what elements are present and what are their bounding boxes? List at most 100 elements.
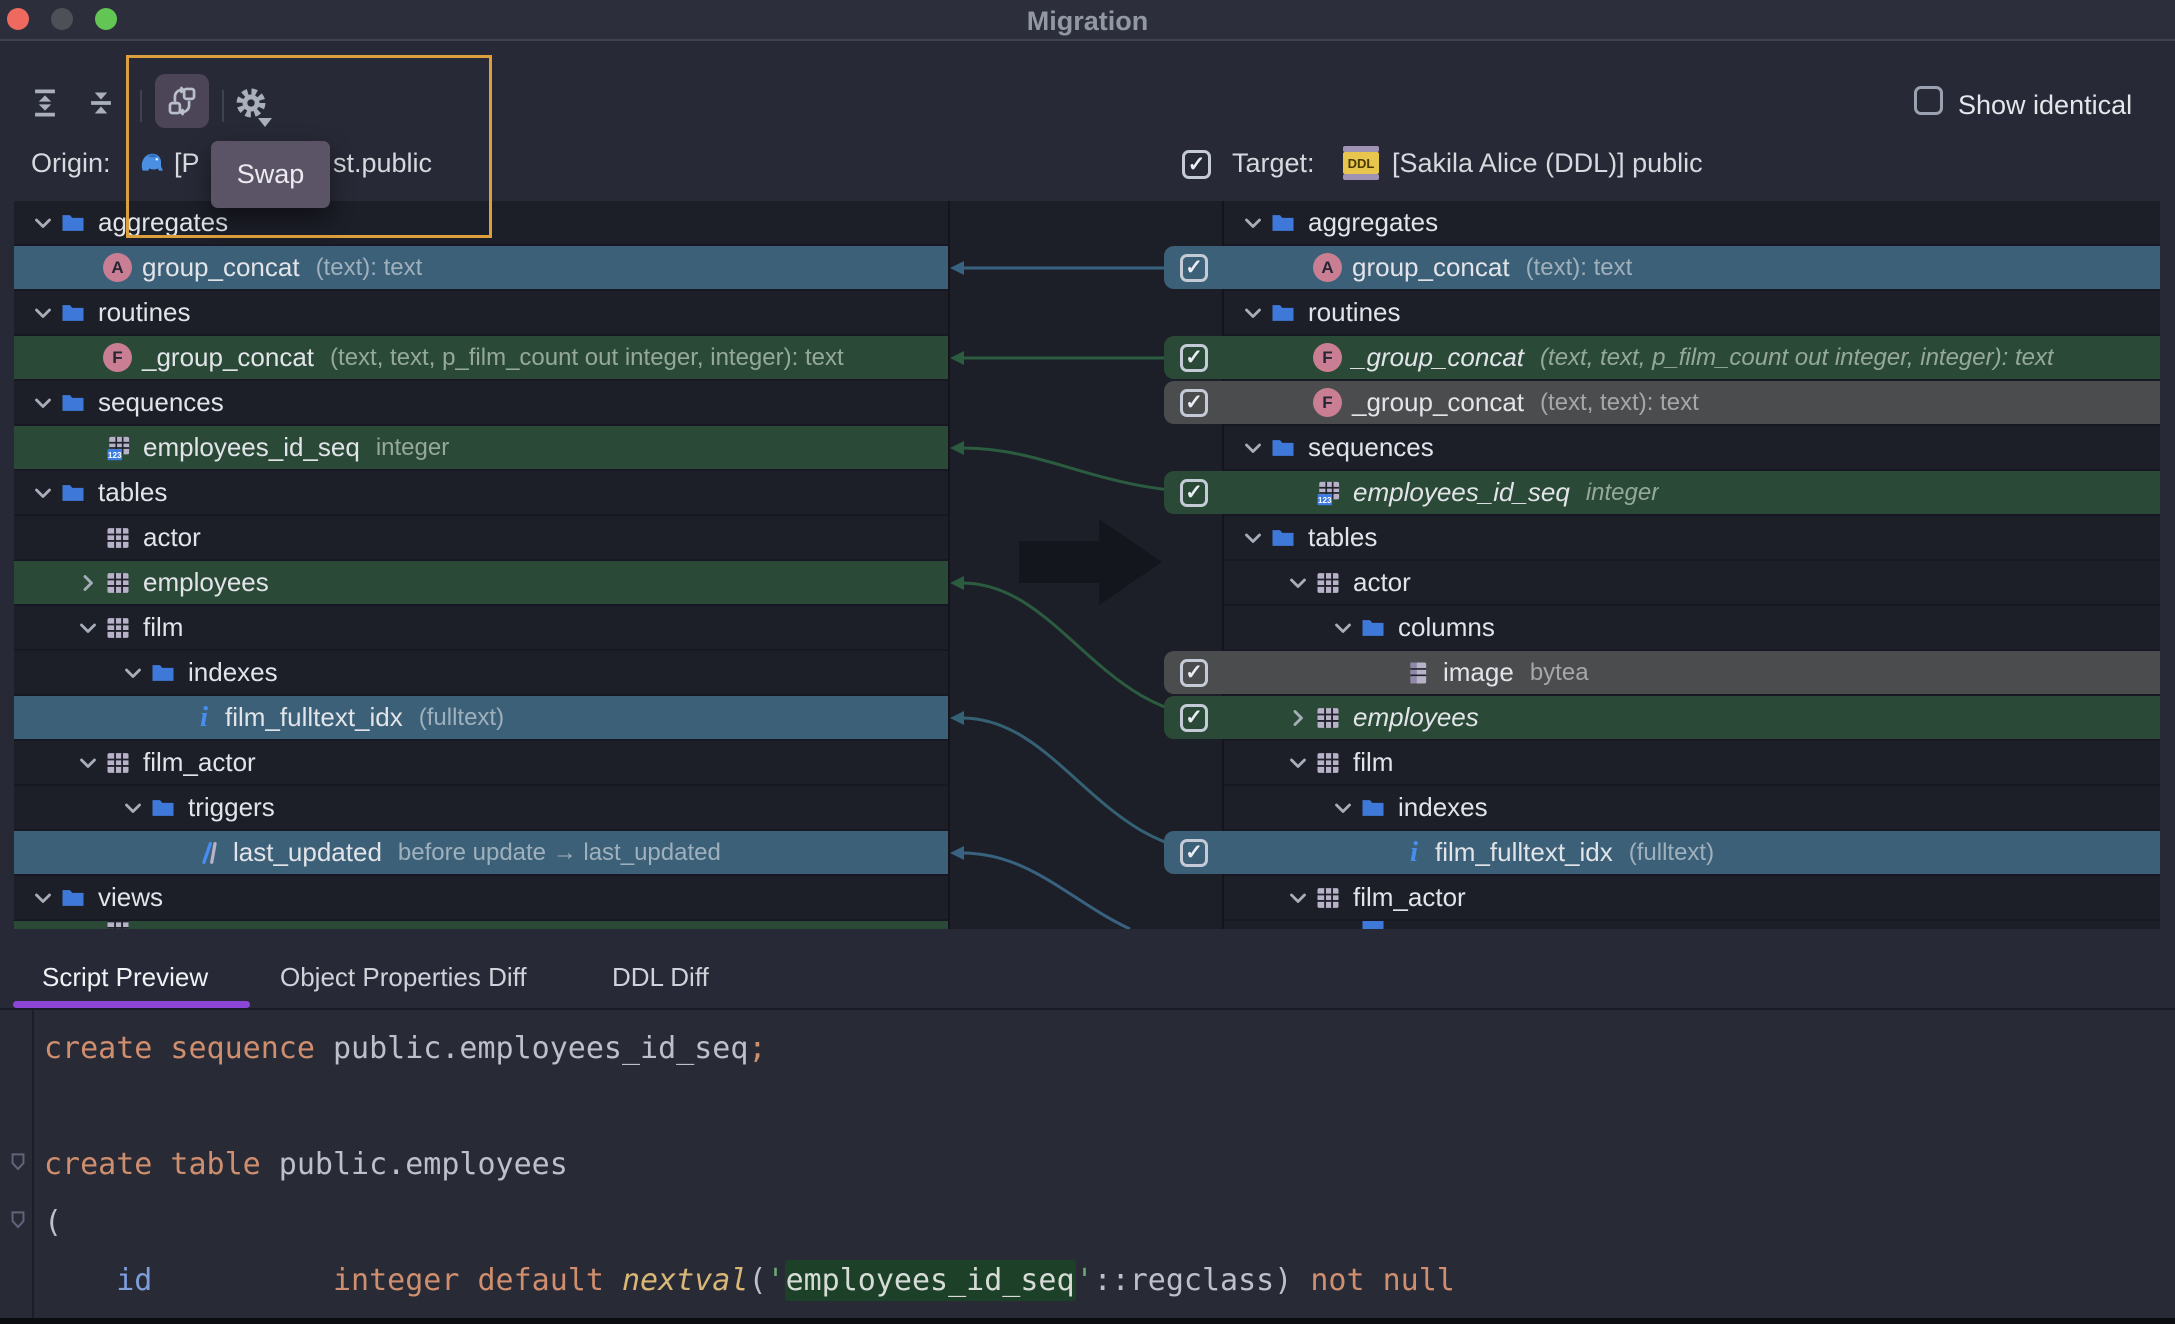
tree-row-routines[interactable]: routines [14,291,948,336]
target-select-all-checkbox[interactable] [1182,150,1211,179]
function-icon: F [1313,343,1342,372]
tree-row-actor[interactable]: actor [1224,561,2160,606]
tree-row-aggregates[interactable]: aggregates [1224,201,2160,246]
tree-row-views[interactable]: views [14,876,948,921]
table-icon [1313,568,1343,598]
collapse-all-icon[interactable] [84,86,118,120]
chevron-down-icon[interactable] [118,658,148,688]
zoom-window-button[interactable] [95,8,117,30]
row-checkbox[interactable] [1180,478,1208,507]
tree-row-employees[interactable]: employees [14,561,948,606]
chevron-down-icon[interactable] [1238,298,1268,328]
checkbox-pill [1164,471,1224,514]
chevron-down-icon[interactable] [28,298,58,328]
row-checkbox[interactable] [1180,343,1208,372]
tree-row-sequences[interactable]: sequences [14,381,948,426]
chevron-down-icon[interactable] [1283,568,1313,598]
chevron-down-icon[interactable] [1328,613,1358,643]
tab-object-properties-diff[interactable]: Object Properties Diff [280,962,527,992]
tree-row-film[interactable]: film [14,606,948,651]
sequence-icon [103,433,133,463]
row-checkbox[interactable] [1180,658,1208,687]
chevron-right-icon[interactable] [1283,703,1313,733]
chevron-down-icon[interactable] [1238,523,1268,553]
gear-icon[interactable] [234,86,268,120]
checkbox-pill [1164,381,1224,424]
row-checkbox[interactable] [1180,388,1208,417]
minimize-window-button[interactable] [51,8,73,30]
chevron-down-icon[interactable] [118,793,148,823]
folder-icon [58,478,88,508]
tree-row-group-concat[interactable]: A group_concat (text): text [1164,246,2160,291]
tree-row-employees-id-seq[interactable]: employees_id_seq integer [14,426,948,471]
code-line-2: create table public.employees [44,1147,568,1182]
tree-row-indexes[interactable]: indexes [1224,786,2160,831]
row-checkbox[interactable] [1180,703,1208,732]
tree-row-last-updated[interactable]: last_updated before update → last_update… [14,831,948,876]
title-bar: Migration [0,0,2175,41]
tree-row-sequences[interactable]: sequences [1224,426,2160,471]
tree-row-actor[interactable]: actor [14,516,948,561]
tree-row-partial[interactable] [1224,921,2160,929]
tree-row-image[interactable]: image bytea [1164,651,2160,696]
tree-row-group-concat-fn[interactable]: F _group_concat (text, text, p_film_coun… [14,336,948,381]
tree-row-tables[interactable]: tables [1224,516,2160,561]
tree-row-film-actor[interactable]: film_actor [1224,876,2160,921]
row-checkbox[interactable] [1180,253,1208,282]
tree-row-tables[interactable]: tables [14,471,948,516]
tree-row-film[interactable]: film [1224,741,2160,786]
chevron-down-icon[interactable] [28,388,58,418]
window-title: Migration [1026,6,1149,36]
code-line-4: id integer default nextval('employees_id… [44,1252,1455,1310]
chevron-down-icon[interactable] [73,748,103,778]
target-tree: aggregates A group_concat (text): text r… [1164,201,2160,929]
tab-script-preview[interactable]: Script Preview [42,962,209,992]
chevron-down-icon[interactable] [28,478,58,508]
gear-dropdown-caret[interactable] [258,118,272,127]
folder-icon [58,883,88,913]
row-checkbox[interactable] [1180,838,1208,867]
chevron-down-icon[interactable] [73,613,103,643]
close-window-button[interactable] [7,8,29,30]
index-icon: i [1409,836,1419,868]
tab-ddl-diff[interactable]: DDL Diff [612,962,709,992]
tree-row-group-concat-fn[interactable]: F _group_concat (text, text, p_film_coun… [1164,336,2160,381]
swap-button[interactable] [155,74,209,128]
tree-row-employees-id-seq[interactable]: employees_id_seq integer [1164,471,2160,516]
chevron-down-icon[interactable] [28,208,58,238]
table-icon [103,748,133,778]
tree-row-film-fulltext-idx[interactable]: i film_fulltext_idx (fulltext) [1164,831,2160,876]
folder-icon [148,793,178,823]
checkbox-pill [1164,336,1224,379]
folder-icon [1268,433,1298,463]
tree-row-columns[interactable]: columns [1224,606,2160,651]
origin-tree: aggregates A group_concat (text): text r… [14,201,950,929]
script-preview-editor[interactable]: create sequence public.employees_id_seq;… [0,1008,2175,1320]
tree-row-group-concat-fn2[interactable]: F _group_concat (text, text): text [1164,381,2160,426]
chevron-right-icon[interactable] [73,568,103,598]
chevron-down-icon[interactable] [28,883,58,913]
table-icon [1313,883,1343,913]
tree-row-employees[interactable]: employees [1164,696,2160,741]
chevron-down-icon[interactable] [1238,208,1268,238]
fold-marker-icon[interactable] [6,1150,30,1174]
tree-row-film-fulltext-idx[interactable]: i film_fulltext_idx (fulltext) [14,696,948,741]
migration-direction-arrow [1019,519,1162,605]
chevron-down-icon[interactable] [1283,748,1313,778]
show-identical-checkbox[interactable] [1914,86,1943,115]
chevron-down-icon[interactable] [1283,883,1313,913]
chevron-down-icon[interactable] [1238,433,1268,463]
table-icon [103,523,133,553]
tree-row-partial[interactable] [14,921,948,929]
expand-all-icon[interactable] [28,86,62,120]
tree-row-triggers[interactable]: triggers [14,786,948,831]
tree-row-group-concat[interactable]: A group_concat (text): text [14,246,948,291]
fold-marker-icon[interactable] [6,1208,30,1232]
tree-row-film-actor[interactable]: film_actor [14,741,948,786]
folder-icon [58,388,88,418]
chevron-down-icon[interactable] [1328,793,1358,823]
tree-row-routines[interactable]: routines [1224,291,2160,336]
tree-row-aggregates[interactable]: aggregates [14,201,948,246]
tree-row-indexes[interactable]: indexes [14,651,948,696]
editor-gutter-line [32,1010,34,1320]
